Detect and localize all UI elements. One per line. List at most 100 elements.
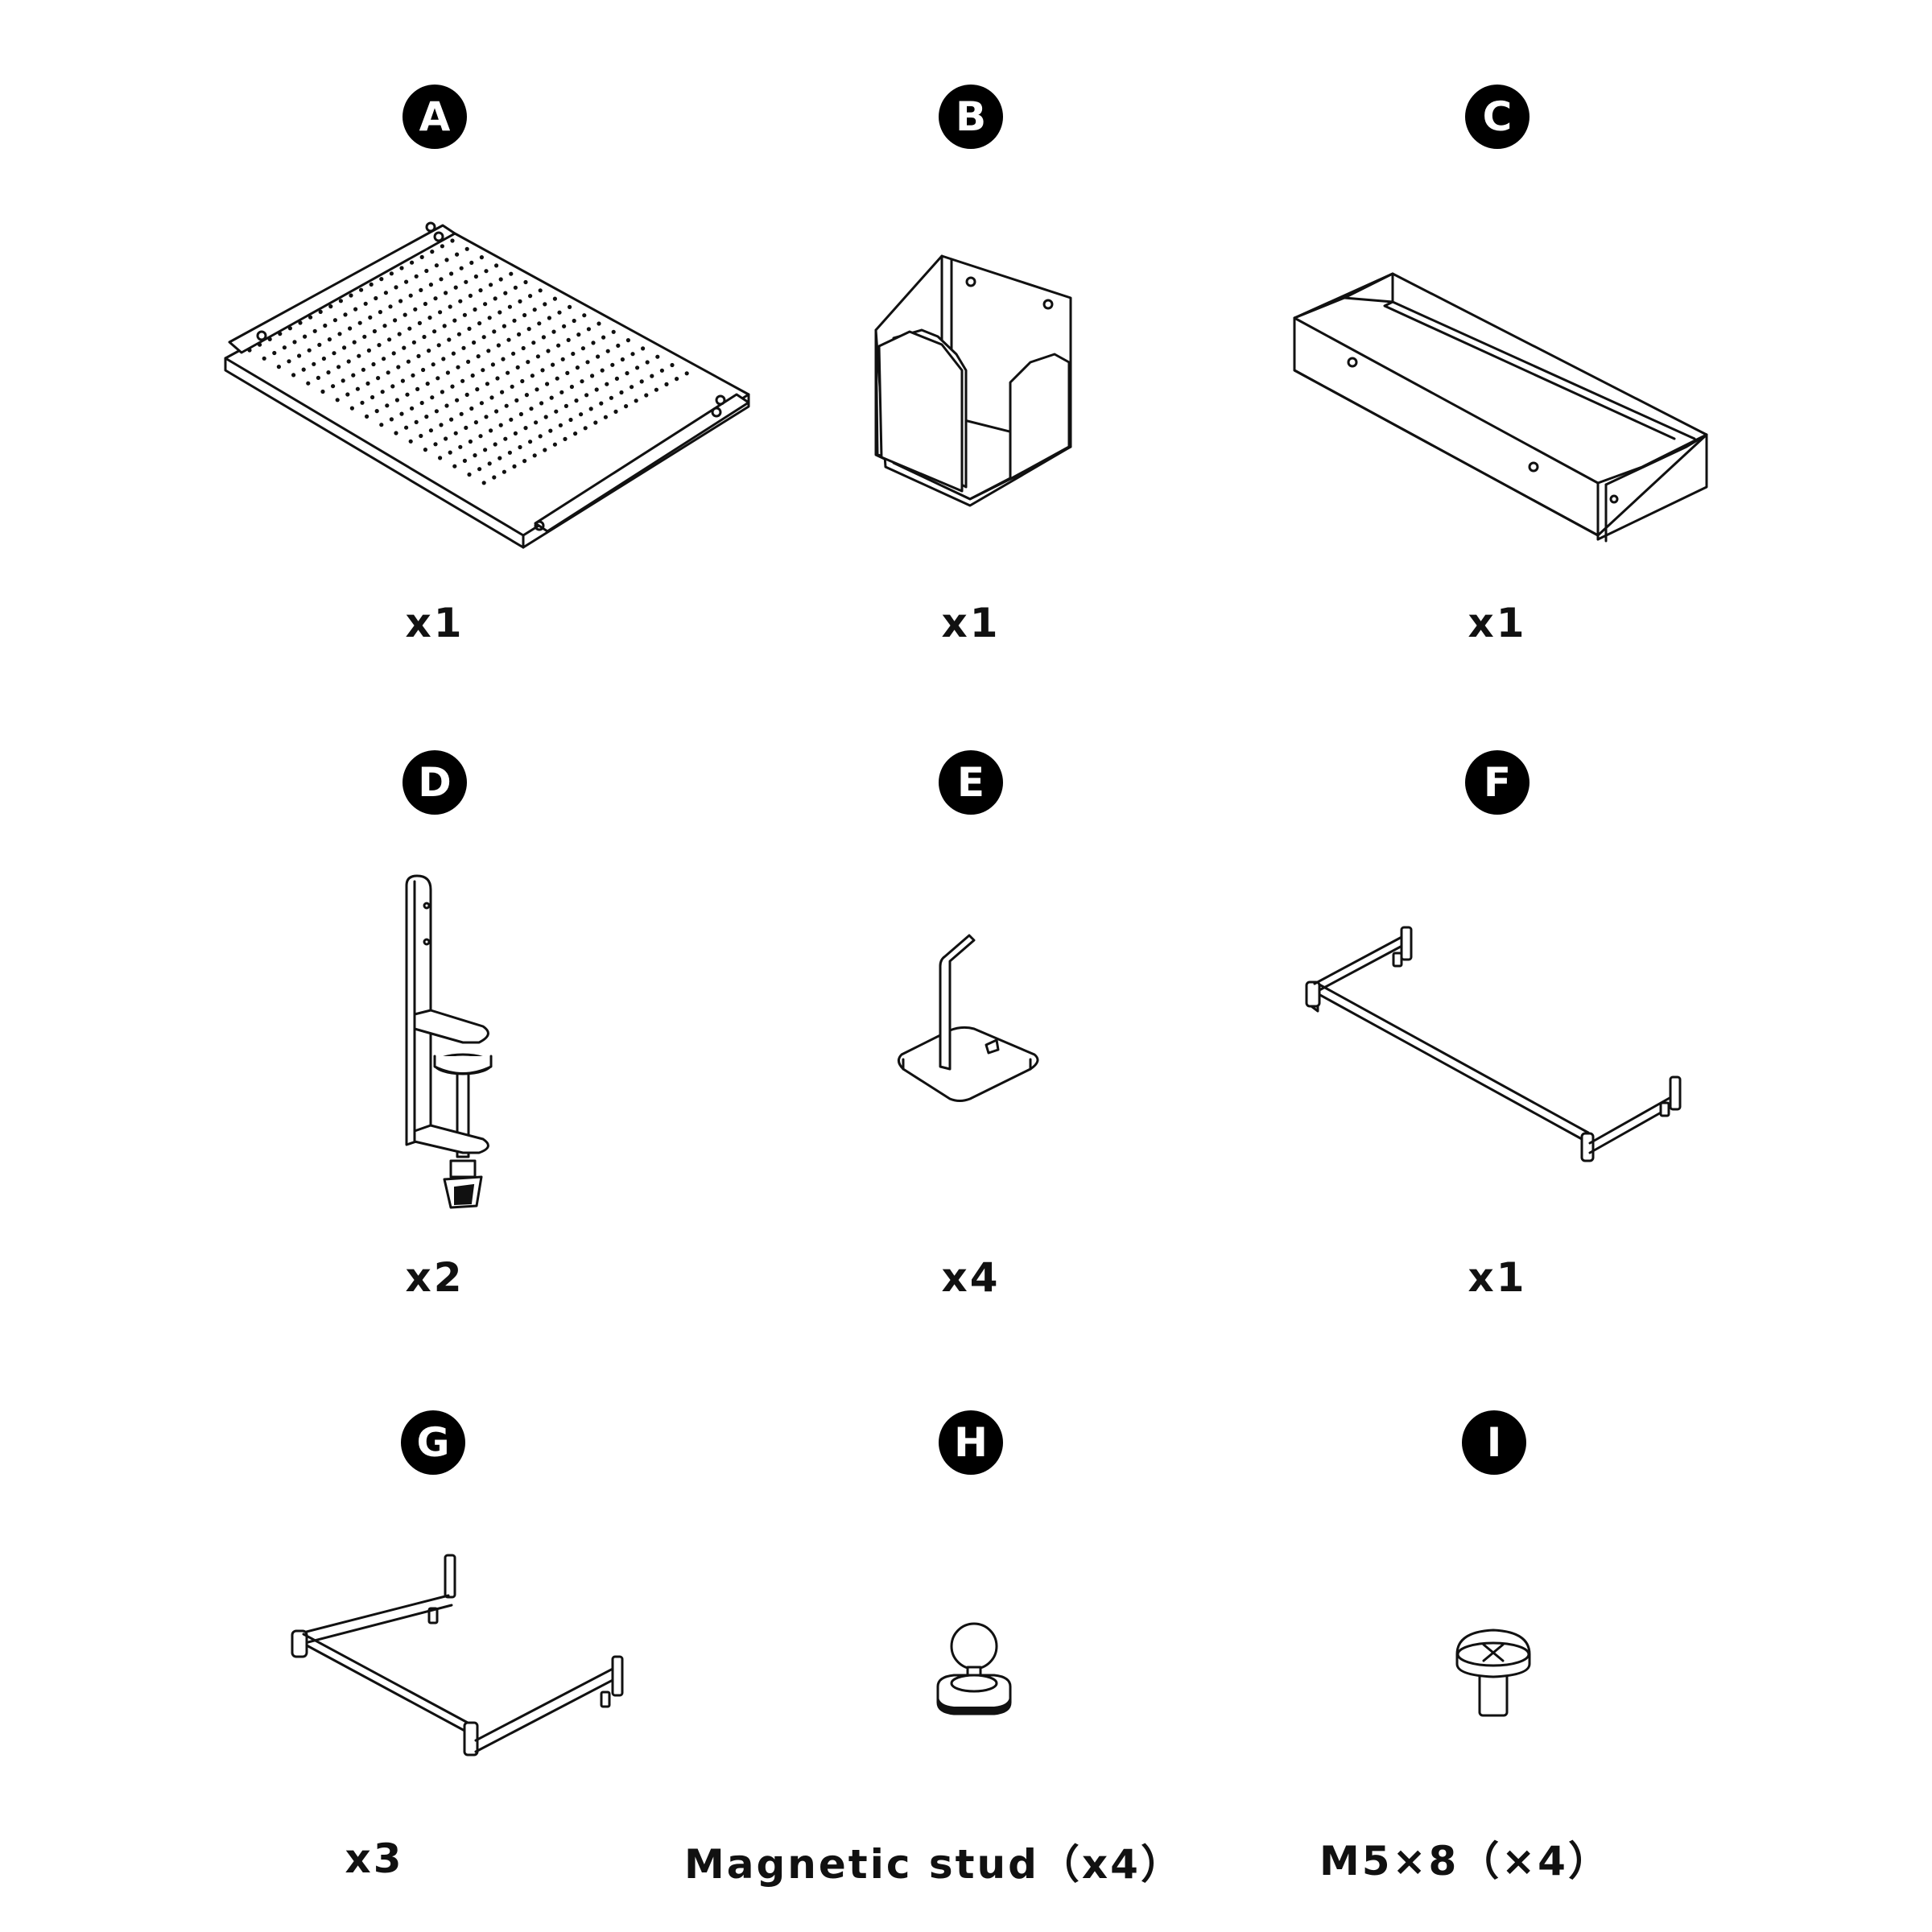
peg-hole bbox=[436, 376, 440, 381]
peg-hole bbox=[473, 453, 477, 458]
peg-hole bbox=[494, 409, 499, 414]
peg-hole bbox=[535, 387, 539, 392]
peg-hole bbox=[492, 475, 497, 480]
peg-hole bbox=[332, 318, 337, 323]
peg-hole bbox=[276, 365, 281, 369]
peg-hole bbox=[478, 288, 483, 293]
peg-hole bbox=[352, 340, 357, 345]
peg-hole bbox=[609, 395, 613, 400]
peg-hole bbox=[455, 252, 460, 257]
peg-hole bbox=[410, 406, 415, 411]
peg-hole bbox=[469, 406, 474, 411]
peg-hole bbox=[417, 320, 422, 325]
peg-hole bbox=[562, 324, 567, 328]
peg-hole bbox=[316, 375, 320, 380]
peg-hole bbox=[394, 431, 398, 436]
peg-hole bbox=[473, 307, 477, 312]
peg-hole bbox=[439, 423, 444, 427]
peg-hole bbox=[467, 326, 472, 331]
peg-hole bbox=[484, 269, 489, 274]
peg-hole bbox=[292, 340, 297, 345]
peg-hole bbox=[414, 274, 419, 279]
part-label-f: F bbox=[1465, 750, 1530, 815]
peg-hole bbox=[506, 337, 511, 342]
peg-hole bbox=[645, 360, 650, 365]
peg-hole bbox=[410, 260, 415, 265]
peg-hole bbox=[396, 365, 401, 369]
peg-hole bbox=[555, 376, 559, 381]
peg-hole bbox=[630, 385, 634, 390]
peg-hole bbox=[419, 287, 423, 292]
part-label-i: I bbox=[1462, 1410, 1526, 1475]
peg-hole bbox=[385, 403, 390, 408]
peg-hole bbox=[357, 353, 361, 358]
peg-hole bbox=[654, 387, 659, 392]
part-label-a: A bbox=[402, 85, 467, 149]
peg-hole bbox=[365, 381, 370, 386]
peg-hole bbox=[425, 382, 430, 386]
peg-hole bbox=[475, 387, 480, 392]
peg-hole bbox=[513, 431, 518, 436]
peg-hole bbox=[495, 376, 500, 381]
peg-hole bbox=[468, 439, 473, 444]
peg-hole bbox=[601, 335, 606, 340]
peg-hole bbox=[512, 318, 517, 323]
peg-hole bbox=[580, 346, 585, 351]
peg-hole bbox=[287, 326, 292, 331]
peg-hole bbox=[502, 469, 506, 474]
peg-hole bbox=[503, 291, 508, 295]
peg-hole bbox=[634, 398, 638, 403]
peg-hole bbox=[462, 312, 467, 317]
peg-hole bbox=[490, 362, 495, 367]
peg-hole bbox=[551, 329, 556, 334]
tray-c bbox=[1293, 272, 1708, 543]
peg-hole bbox=[357, 320, 362, 325]
peg-hole bbox=[431, 362, 436, 367]
peg-hole bbox=[557, 310, 562, 315]
peg-hole bbox=[411, 340, 416, 345]
peg-hole bbox=[419, 433, 423, 439]
peg-hole bbox=[538, 434, 543, 439]
peg-hole bbox=[565, 370, 570, 375]
desk-clamp-d bbox=[405, 874, 493, 1209]
peg-hole bbox=[349, 406, 354, 411]
peg-hole bbox=[613, 409, 618, 414]
peg-hole bbox=[389, 271, 394, 276]
peg-hole bbox=[675, 377, 679, 382]
peg-hole bbox=[336, 365, 341, 369]
peg-hole bbox=[496, 343, 501, 348]
peg-hole bbox=[400, 378, 405, 383]
peg-hole bbox=[458, 299, 463, 303]
peg-hole bbox=[298, 320, 303, 325]
peg-hole bbox=[312, 361, 316, 366]
quantity-i: M5×8（×4） bbox=[1319, 1838, 1611, 1885]
part-label-e: E bbox=[939, 750, 1003, 815]
peg-hole bbox=[566, 337, 571, 342]
peg-hole bbox=[402, 312, 407, 317]
peg-hole bbox=[552, 296, 557, 301]
peg-hole bbox=[389, 417, 394, 422]
peg-hole bbox=[528, 294, 533, 299]
peg-hole bbox=[404, 425, 409, 430]
peg-hole bbox=[593, 420, 598, 425]
peg-hole bbox=[616, 343, 621, 348]
peg-hole bbox=[502, 324, 506, 328]
peg-hole bbox=[464, 279, 469, 284]
peg-hole bbox=[473, 274, 478, 279]
peg-hole bbox=[397, 332, 402, 336]
peg-hole bbox=[518, 444, 522, 450]
peg-hole bbox=[611, 329, 616, 334]
quantity-f: x1 bbox=[1468, 1254, 1527, 1301]
magnetic-stud-h bbox=[936, 1622, 1012, 1715]
peg-hole bbox=[597, 321, 601, 326]
peg-hole bbox=[530, 374, 535, 378]
peg-hole bbox=[456, 332, 461, 336]
peg-hole bbox=[428, 428, 433, 433]
peg-hole bbox=[433, 296, 438, 301]
peg-hole bbox=[342, 345, 347, 350]
hook-stand-e bbox=[898, 934, 1039, 1102]
quantity-g: x3 bbox=[345, 1835, 404, 1882]
peg-hole bbox=[479, 255, 484, 260]
peg-hole bbox=[378, 310, 382, 315]
peg-hole bbox=[424, 415, 429, 419]
